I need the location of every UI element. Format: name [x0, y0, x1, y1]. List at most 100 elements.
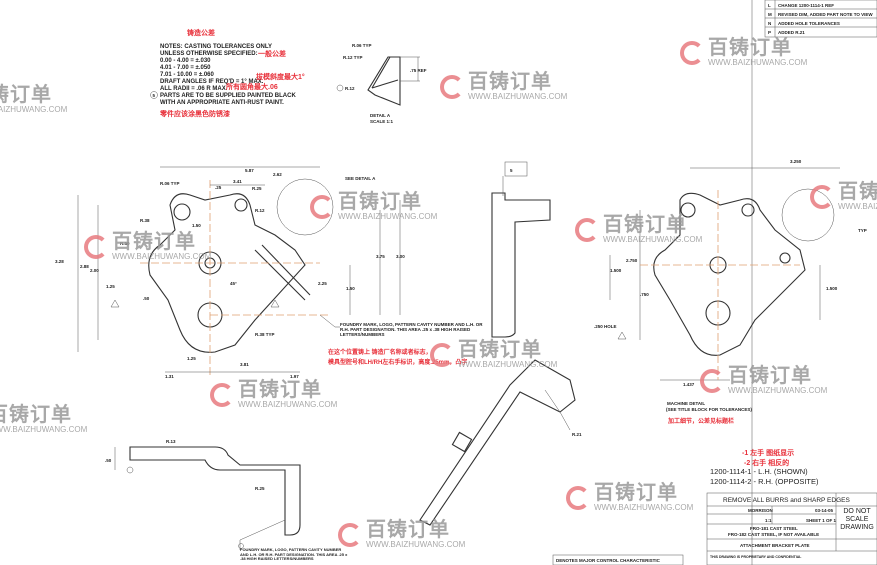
- part-note-cn: -1 左手 图纸显示: [742, 448, 794, 457]
- dim-label: 2.00: [90, 268, 99, 273]
- dim-label: 2.750: [626, 258, 638, 263]
- dim-label: R.06 TYP: [160, 181, 180, 186]
- dim-label: .750: [640, 292, 649, 297]
- isometric-view: R.21: [419, 359, 582, 526]
- dim-label: 3.00: [396, 254, 405, 259]
- part-numbers: -1 左手 图纸显示 -2 右手 相反的 1200-1114-1 - L.H. …: [710, 448, 819, 486]
- dim-label: .50: [143, 296, 150, 301]
- dim-label: 3.41: [233, 179, 242, 184]
- note-line: ALL RADII = .06 R MAX.: [160, 86, 228, 92]
- part-number-rh: 1200-1114-2 - R.H. (OPPOSITE): [710, 477, 819, 486]
- dim-label: 5.87: [245, 168, 254, 173]
- note-line: NOTES: CASTING TOLERANCES ONLY: [160, 44, 272, 50]
- dim-label: 2.25: [318, 281, 327, 286]
- detail-a-view: R.06 TYP R.12 TYP R.12 .75 REF DETAIL A …: [336, 43, 427, 124]
- date-value: 03-14-05: [815, 508, 834, 513]
- note-line: UNLESS OTHERWISE SPECIFIED:: [160, 51, 258, 57]
- note-line: 7.01 - 10.00 = ±.060: [160, 72, 214, 78]
- foundry-note: FOUNDRY MARK, LOGO, PATTERN CAVITY NUMBE…: [340, 322, 483, 337]
- note-line: WITH AN APPROPRIATE ANTI-RUST PAINT.: [160, 100, 284, 106]
- dim-label: TYP: [858, 228, 867, 233]
- remove-burrs-note: REMOVE ALL BURRS and SHARP EDGES: [723, 497, 850, 504]
- dim-label: R.12: [255, 208, 265, 213]
- dim-label: 1.50: [192, 223, 201, 228]
- note-cn: 加工细节，公差见标题栏: [667, 417, 734, 425]
- part-name: ATTACHMENT BRACKET PLATE: [740, 543, 810, 548]
- dim-label: 3.28: [55, 259, 64, 264]
- dim-label: R.13: [166, 439, 176, 444]
- triangle-flag-icon: [617, 331, 627, 340]
- dim-label: R.38: [140, 218, 150, 223]
- part-number-lh: 1200-1114-1 - L.H. (SHOWN): [710, 467, 808, 476]
- revision-table: L CHANGE 1200-1114-1 REF M REVISED DIM, …: [764, 0, 877, 38]
- detail-title: DETAIL A: [370, 113, 391, 118]
- control-flag-icon: [238, 543, 244, 549]
- dim-label: 1.500: [826, 286, 838, 291]
- dim-label: .25: [215, 185, 222, 190]
- detail-dim: R.06 TYP: [352, 43, 372, 48]
- rev-letter: L: [768, 3, 771, 8]
- note-line: 4.01 - 7.00 = ±.050: [160, 65, 211, 71]
- dim-label: .50: [105, 458, 112, 463]
- footer-note: THIS DRAWING IS PROPRIETARY AND CONFIDEN…: [710, 555, 802, 559]
- detail-dim: .75 REF: [410, 68, 427, 73]
- note-flag-number: 5: [153, 93, 156, 98]
- dim-label: 1.25: [187, 356, 196, 361]
- rev-letter: M: [768, 12, 772, 17]
- note-cn: 拔模斜度最大1°: [256, 72, 305, 81]
- drawn-by: MORRISON: [748, 508, 773, 513]
- dim-label: 45°: [230, 281, 237, 286]
- scale-value: 1:1: [765, 518, 772, 523]
- note-line: PARTS ARE TO BE SUPPLIED PAINTED BLACK: [160, 93, 296, 99]
- part-note-cn: -2 右手 相反的: [744, 458, 789, 467]
- title-block: REMOVE ALL BURRS and SHARP EDGES MORRISO…: [552, 492, 877, 565]
- triangle-flag-icon: [270, 299, 280, 308]
- detail-title: MACHINE DETAIL: [667, 401, 705, 406]
- dim-label: 1.31: [165, 374, 174, 379]
- do-not-scale-note: DO NOT SCALE DRAWING: [840, 508, 874, 531]
- dim-label: 2.88: [80, 264, 89, 269]
- note-line: 0.00 - 4.00 = ±.030: [160, 58, 211, 64]
- dim-label: 1.500: [610, 268, 622, 273]
- control-flag-icon: [336, 84, 344, 92]
- dim-label: 3.75: [376, 254, 385, 259]
- flag-label: 5: [510, 168, 513, 173]
- detail-dim: R.12: [345, 86, 355, 91]
- dim-label: 1.50: [346, 286, 355, 291]
- dim-label: R.21: [572, 432, 582, 437]
- triangle-flag-icon: [110, 299, 120, 308]
- note-line: DRAFT ANGLES IF REQ'D = 1° MAX.: [160, 79, 264, 85]
- note-cn: 在这个位置铸上 铸造厂名称或者标志，: [328, 348, 432, 356]
- material: FRO-181 CAST STEEL: [750, 526, 798, 531]
- dim-label: 3.250: [790, 159, 802, 164]
- sheet-value: SHEET 1 OF 1: [806, 518, 837, 523]
- foundry-note: FOUNDRY MARK, LOGO, PATTERN CAVITY NUMBE…: [240, 548, 348, 561]
- control-characteristic-note: DENOTES MAJOR CONTROL CHARACTERISTIC: [556, 558, 661, 563]
- machine-detail-view: 2.750 1.500 3.250 1.500 .750 1.437 .250 …: [594, 159, 867, 425]
- dim-label: R.38 TYP: [255, 332, 275, 337]
- dim-label: R.25: [255, 486, 265, 491]
- detail-subtitle: (SEE TITLE BLOCK FOR TOLERANCES): [666, 407, 752, 412]
- notes-heading-cn: 铸造公差: [187, 28, 215, 37]
- dim-label: R.50: [120, 241, 130, 246]
- general-notes: 铸造公差 NOTES: CASTING TOLERANCES ONLY UNLE…: [150, 28, 305, 118]
- bottom-view: R.13 R.25 .50 FOUNDRY MARK, LOGO, PATTER…: [105, 439, 348, 561]
- rev-desc: REVISED DIM, ADDED PART NOTE TO VIEW: [778, 12, 873, 17]
- rev-desc: ADDED HOLE TOLERANCES: [778, 21, 840, 26]
- rev-letter: N: [768, 21, 771, 26]
- dim-label: R.25: [252, 186, 262, 191]
- note-flag-icon: [150, 91, 158, 99]
